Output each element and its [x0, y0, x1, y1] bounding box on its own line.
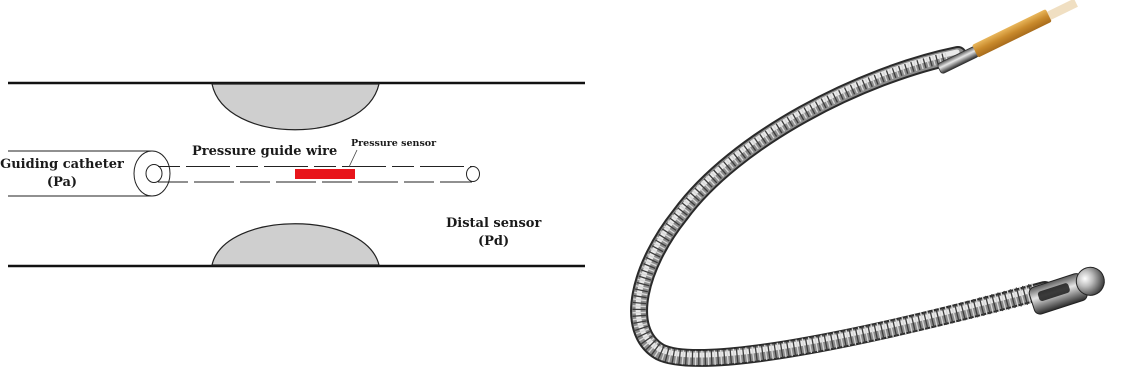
coil-ring — [686, 351, 687, 365]
coil-ring — [689, 351, 690, 365]
stenosis-bottom — [212, 224, 379, 265]
coil-ring — [718, 350, 719, 365]
distal-sensor-label: Distal sensor — [446, 216, 541, 231]
wire-proximal-end — [936, 0, 1079, 75]
distal-sensor-pd-label: (Pd) — [478, 234, 509, 249]
coil-ring — [633, 306, 646, 307]
wire-distal-end — [1027, 264, 1109, 316]
guide-wire-image — [633, 0, 1109, 365]
guiding-catheter-pa-label: (Pa) — [47, 175, 77, 190]
coil-ring — [714, 350, 715, 365]
pressure-guide-wire-label: Pressure guide wire — [192, 144, 337, 159]
coil-ring — [711, 351, 712, 366]
guiding-catheter-label: Guiding catheter — [0, 157, 124, 172]
coil-ring — [708, 351, 709, 366]
pressure-sensor-label: Pressure sensor — [351, 138, 437, 149]
stenosis-top — [212, 84, 379, 130]
vessel-schematic: Guiding catheter (Pa) Pressure guide wir… — [0, 83, 585, 266]
pressure-sensor-pointer — [349, 150, 357, 167]
pressure-sensor-element — [295, 169, 355, 179]
